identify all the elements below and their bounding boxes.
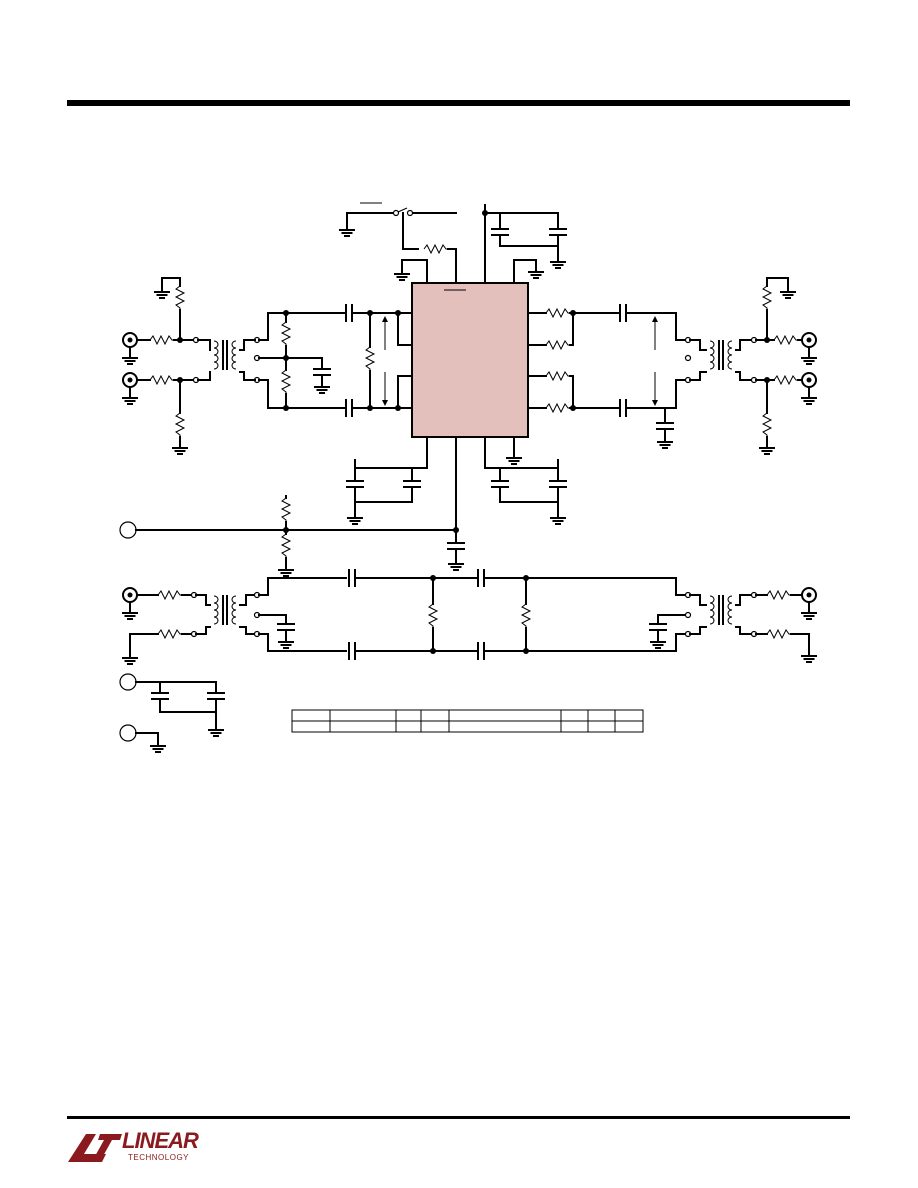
top-control-network	[339, 202, 567, 284]
logo-subtitle: TECHNOLOGY	[128, 1153, 190, 1162]
lower-filter-network	[122, 569, 817, 665]
bottom-rule	[67, 1116, 850, 1119]
power-terminals	[119, 673, 225, 753]
left-input-network	[122, 277, 413, 455]
linear-technology-logo-icon	[68, 1134, 122, 1162]
logo-wordmark: LINEAR	[122, 1128, 199, 1153]
right-output-network	[527, 277, 817, 455]
bottom-supply-network	[346, 436, 567, 539]
top-rule	[67, 100, 850, 106]
ic-chip	[411, 282, 529, 438]
bom-table	[291, 709, 644, 733]
reference-input-line	[119, 495, 465, 577]
